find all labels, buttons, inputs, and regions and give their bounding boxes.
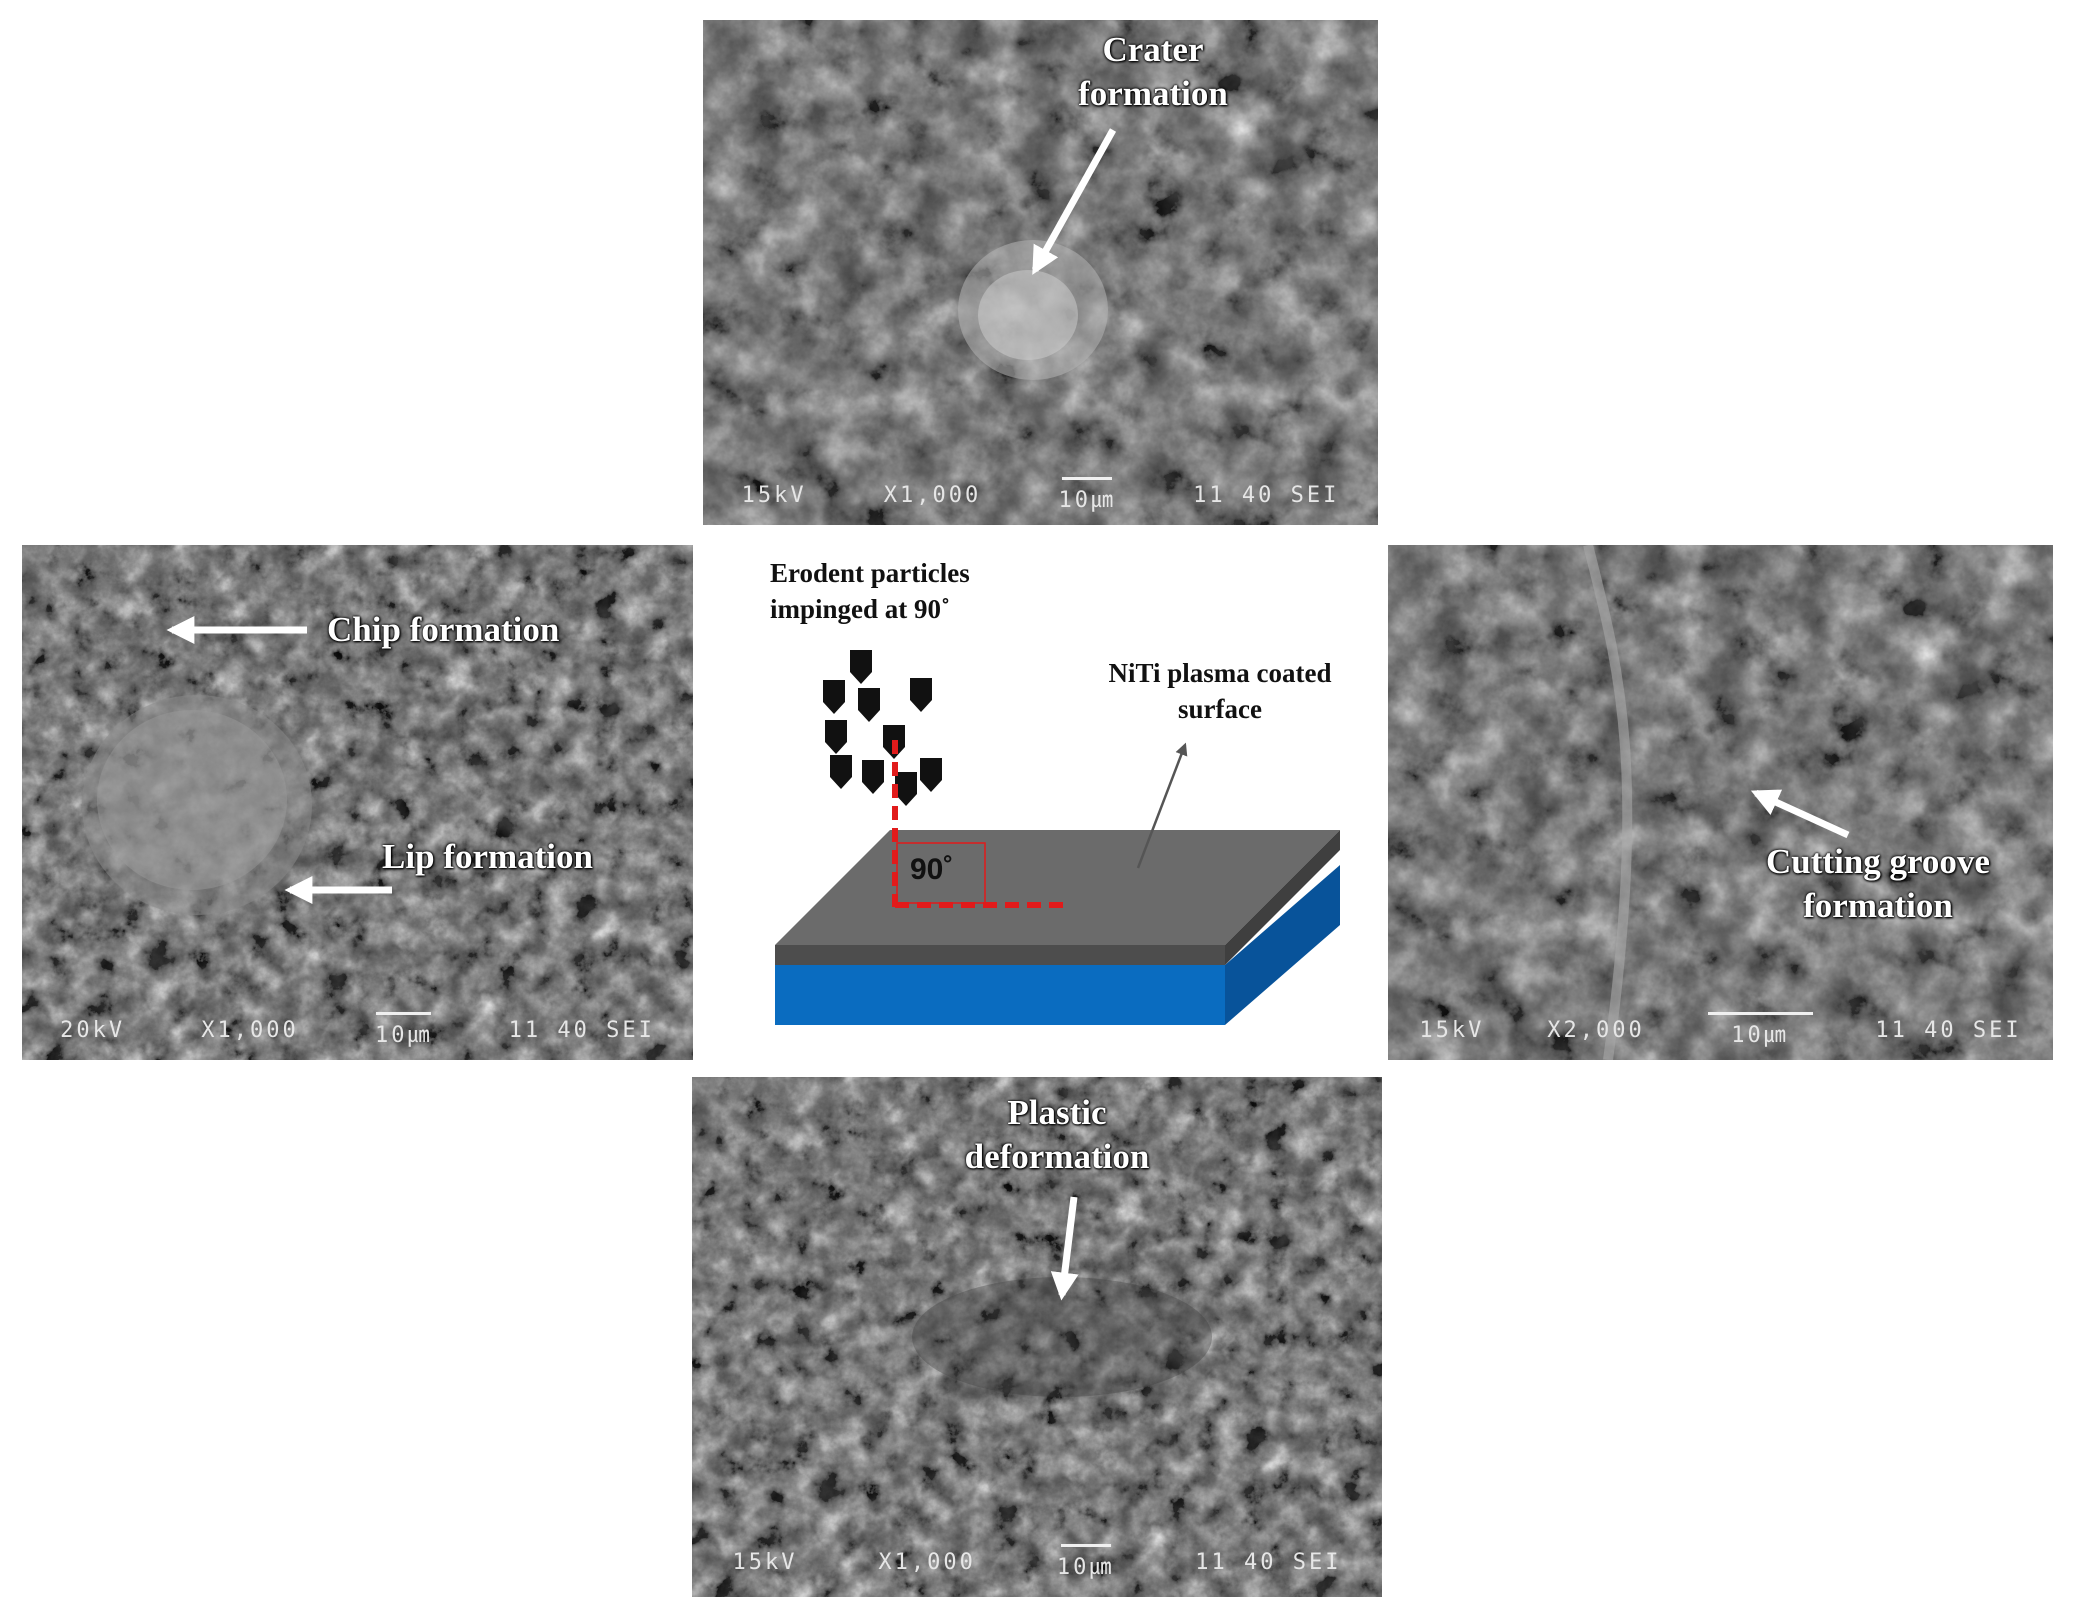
plastic-label-line2: deformation bbox=[964, 1137, 1150, 1176]
kv-readout: 15kV bbox=[732, 1549, 798, 1575]
scale-readout: 10㎛ bbox=[1058, 487, 1116, 513]
groove-label-line1: Cutting groove bbox=[1766, 842, 1990, 881]
sem-panel-crater: Crater formation 15kV X1,000 10㎛ 11 40 S… bbox=[703, 20, 1378, 525]
lip-label: Lip formation bbox=[382, 837, 593, 876]
sem-texture bbox=[692, 1077, 1382, 1597]
groove-label-line2: formation bbox=[1803, 886, 1953, 925]
sem-texture bbox=[22, 545, 693, 1060]
session-readout: 11 40 SEI bbox=[508, 1017, 655, 1043]
substrate-side bbox=[1225, 865, 1340, 1025]
sem-info-bar: 15kV X2,000 10㎛ 11 40 SEI bbox=[1388, 1000, 2053, 1060]
crater-arrow bbox=[1031, 128, 1117, 275]
sem-panel-chip-lip: Chip formation Lip formation 20kV X1,000… bbox=[22, 545, 693, 1060]
sem-panel-cutting-groove: Cutting groove formation 15kV X2,000 10㎛… bbox=[1388, 545, 2053, 1060]
coating-front bbox=[775, 945, 1225, 965]
plastic-label-line1: Plastic bbox=[1007, 1093, 1107, 1132]
sem-info-bar: 15kV X1,000 10㎛ 11 40 SEI bbox=[703, 465, 1378, 525]
kv-readout: 20kV bbox=[60, 1017, 126, 1043]
coating-side bbox=[1225, 830, 1340, 965]
particles-label-line2: impinged at 90˚ bbox=[770, 594, 951, 624]
surface-pointer bbox=[1136, 742, 1188, 869]
sem-panel-plastic-deformation: Plastic deformation 15kV X1,000 10㎛ 11 4… bbox=[692, 1077, 1382, 1597]
scale-bar bbox=[1707, 1011, 1813, 1015]
angle-box bbox=[896, 842, 986, 904]
chip-label: Chip formation bbox=[327, 610, 560, 649]
sem-texture bbox=[1388, 545, 2053, 1060]
session-readout: 11 40 SEI bbox=[1195, 1549, 1342, 1575]
groove-arrow bbox=[1750, 789, 1850, 839]
crater-label-line2: formation bbox=[1078, 74, 1228, 113]
sem-info-bar: 20kV X1,000 10㎛ 11 40 SEI bbox=[22, 1000, 693, 1060]
erodent-particles bbox=[823, 650, 942, 806]
scale-readout: 10㎛ bbox=[1056, 1554, 1115, 1580]
surface-label-line1: NiTi plasma coated bbox=[1108, 658, 1332, 688]
sem-info-bar: 15kV X1,000 10㎛ 11 40 SEI bbox=[692, 1532, 1382, 1592]
scale-readout: 10㎛ bbox=[374, 1022, 433, 1048]
scale-readout: 10㎛ bbox=[1731, 1022, 1789, 1048]
coating-top bbox=[775, 830, 1340, 945]
particles-label-line1: Erodent particles bbox=[770, 558, 970, 588]
magnification-readout: X1,000 bbox=[201, 1017, 299, 1043]
scale-bar bbox=[1060, 1543, 1111, 1547]
substrate-front bbox=[775, 965, 1225, 1025]
session-readout: 11 40 SEI bbox=[1193, 482, 1340, 508]
session-readout: 11 40 SEI bbox=[1875, 1017, 2022, 1043]
crater-label-line1: Crater bbox=[1102, 30, 1204, 69]
kv-readout: 15kV bbox=[1419, 1017, 1485, 1043]
magnification-readout: X1,000 bbox=[883, 482, 982, 508]
plastic-arrow bbox=[1050, 1196, 1079, 1301]
scale-bar bbox=[376, 1011, 432, 1015]
magnification-readout: X2,000 bbox=[1547, 1017, 1645, 1043]
scale-bar bbox=[1062, 476, 1113, 480]
kv-readout: 15kV bbox=[741, 482, 807, 508]
surface-label-line2: surface bbox=[1178, 694, 1262, 724]
chip-arrow bbox=[166, 616, 392, 904]
impingement-diagram: Erodent particles impinged at 90˚ NiTi p… bbox=[690, 540, 1370, 1040]
sem-texture bbox=[703, 20, 1378, 525]
magnification-readout: X1,000 bbox=[878, 1549, 976, 1575]
diagram-graphic bbox=[775, 650, 1340, 1025]
angle-label: 90˚ bbox=[910, 853, 954, 886]
